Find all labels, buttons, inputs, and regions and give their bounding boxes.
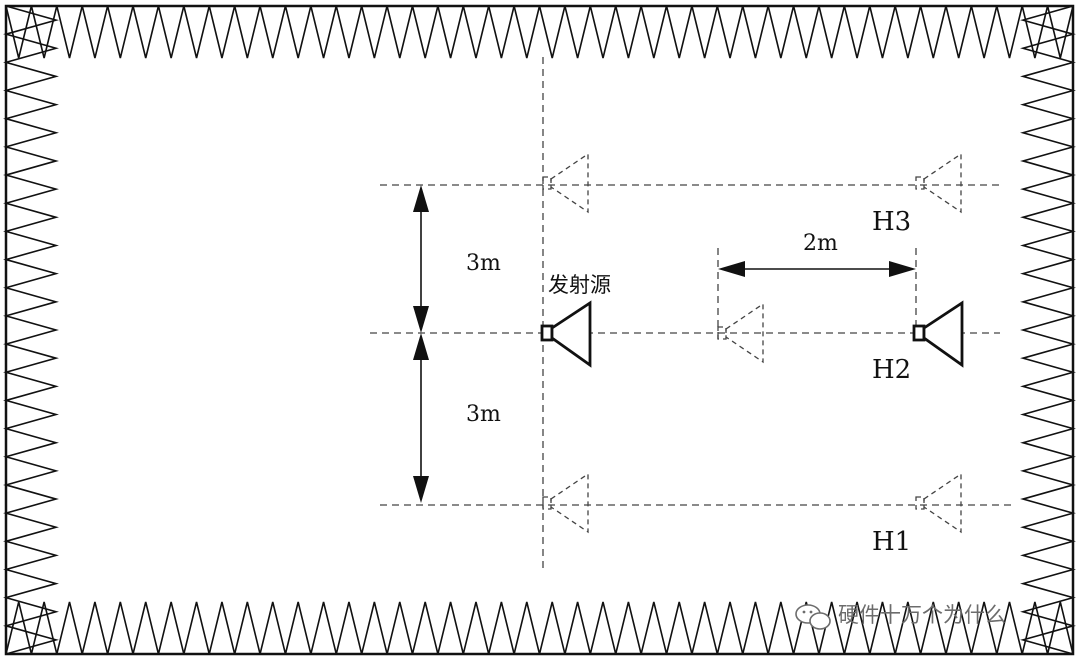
receiver-antenna-h2 [912,300,964,368]
wechat-icon [795,604,831,630]
arrowhead-down-bottom [413,476,429,503]
absorber-left [3,5,59,655]
height-label-h3: H3 [872,207,911,237]
solid-antennas [540,300,964,368]
watermark: 硬件十万个为什么 [795,603,1006,630]
antenna-ghost-source-h1 [542,472,589,534]
chamber-walls [3,4,1076,656]
arrowhead-down-top [413,306,429,333]
source-label: 发射源 [548,273,611,297]
horizontal-dimension-arrow [718,261,916,277]
ghost-antennas [542,152,962,534]
distance-label-horizontal: 2m [803,231,838,256]
height-label-h1: H1 [872,527,911,557]
vertical-dimension-arrows [413,185,429,503]
arrowhead-left [718,261,745,277]
absorber-right [1020,5,1076,655]
distance-label-bottom: 3m [466,402,501,427]
source-antenna [540,300,592,368]
arrowhead-right [889,261,916,277]
height-label-h2: H2 [872,355,911,385]
reference-lines [370,57,1015,570]
distance-label-top: 3m [466,251,501,276]
watermark-text: 硬件十万个为什么 [838,603,1006,627]
absorber-bottom [5,601,1074,655]
antenna-ghost-mid-h2 [717,302,764,364]
antenna-ghost-source-h3 [542,152,589,214]
arrowhead-up-bottom [413,333,429,360]
absorber-top [5,5,1074,59]
antenna-ghost-receiver-h1 [915,472,962,534]
antenna-ghost-receiver-h3 [915,152,962,214]
arrowhead-up-top [413,185,429,212]
